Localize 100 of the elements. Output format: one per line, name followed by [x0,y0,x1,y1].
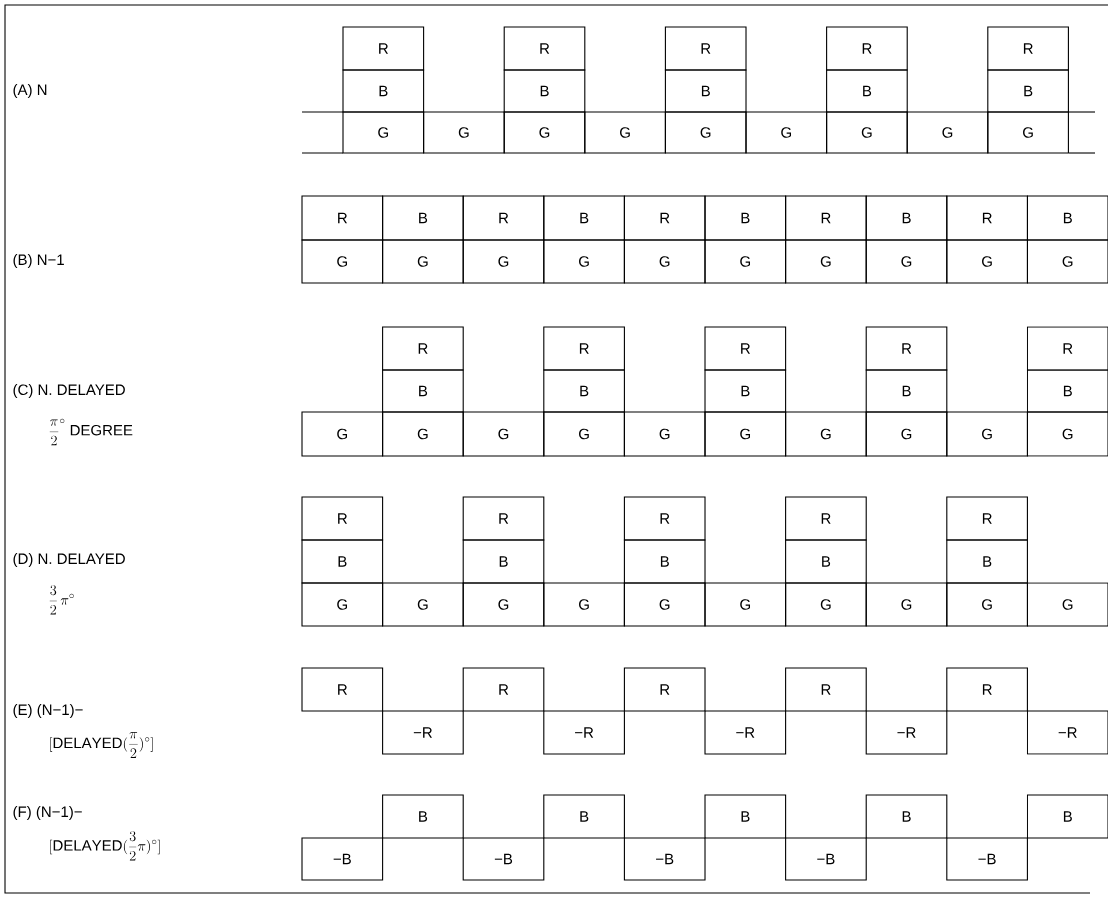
signal-cell: G [704,411,787,457]
signal-cell: G [462,239,545,284]
signal-cell: R [664,26,747,71]
signal-cell: G [704,239,787,284]
signal-cell: B [623,539,706,584]
signal-cell: R [301,667,384,712]
signal-cell: G [946,239,1028,284]
signal-cell: B [865,369,948,413]
signal-cell: G [623,582,706,627]
signal-cell: G [785,582,867,627]
signal-cell: −B [785,837,867,881]
signal-cell: R [301,496,384,541]
signal-cell: B [543,195,625,241]
signal-cell: G [826,111,908,154]
signal-cell: B [664,69,747,113]
signal-cell: R [946,667,1028,712]
signal-cell: G [543,582,625,627]
signal-cell: G [785,239,867,284]
signal-cell: B [704,794,787,839]
signal-cell: R [987,26,1069,71]
signal-cell: G [664,111,747,154]
signal-cell: R [342,26,425,71]
signal-cell: B [543,794,625,839]
signal-cell: G [1026,239,1108,284]
signal-cell: B [342,69,425,113]
signal-cell: B [704,369,787,413]
signal-cell: B [987,69,1069,113]
signal-cell: G [462,582,545,627]
row-label: (B) N−1 [13,254,64,268]
signal-cell: B [1026,195,1108,241]
signal-cell: R [785,195,867,241]
signal-cell: G [623,239,706,284]
signal-cell: B [382,794,464,839]
signal-cell: G [1026,582,1108,627]
signal-cell: B [1026,369,1108,413]
signal-cell: G [1026,411,1108,457]
signal-cell: R [543,326,625,371]
signal-cell: G [503,111,586,154]
signal-cell: G [584,111,666,154]
signal-cell: B [382,369,464,413]
row-label: (E) (N−1)− [13,704,83,718]
signal-cell: G [704,582,787,627]
signal-cell: −B [623,837,706,881]
row-label: (F) (N−1)− [13,806,82,820]
signal-cell: R [503,26,586,71]
signal-cell: R [785,667,867,712]
row-label: $\frac{\pi}{2}^{\circ}\ \mathrm{DEGREE}$ [49,418,133,446]
signal-cell: −B [462,837,545,881]
signal-cell: G [906,111,989,154]
signal-cell: B [543,369,625,413]
row-label: (A) N [13,84,47,98]
row-label: $[\mathrm{DELAYED}(\frac{\pi}{2})^{\circ}]$ [50,732,153,758]
signal-cell: G [423,111,505,154]
signal-cell: B [946,539,1028,584]
row-label: (D) N. DELAYED [13,553,125,567]
signal-cell: −R [1026,710,1108,755]
signal-cell: B [301,539,384,584]
signal-cell: R [826,26,908,71]
signal-cell: B [826,69,908,113]
signal-cell: G [382,239,464,284]
signal-cell: R [704,326,787,371]
signal-cell: −B [301,837,384,881]
row-label: $\frac{3}{2}\,\pi^{\circ}$ [49,585,74,615]
signal-cell: G [301,239,384,284]
signal-cell: R [623,195,706,241]
signal-cell: G [745,111,828,154]
signal-cell: G [301,582,384,627]
signal-cell: −B [946,837,1028,881]
signal-cell: R [462,195,545,241]
signal-cell: R [865,326,948,371]
signal-cell: G [865,411,948,457]
signal-cell: G [301,411,384,457]
signal-cell: R [946,195,1028,241]
signal-cell: B [462,539,545,584]
signal-cell: G [785,411,867,457]
signal-cell: B [865,195,948,241]
signal-cell: G [382,582,464,627]
signal-cell: G [865,582,948,627]
signal-cell: B [503,69,586,113]
signal-cell: G [382,411,464,457]
signal-cell: B [382,195,464,241]
signal-cell: R [623,667,706,712]
signal-cell: R [462,496,545,541]
signal-cell: B [785,539,867,584]
signal-cell: G [865,239,948,284]
signal-cell: G [462,411,545,457]
signal-cell: R [382,326,464,371]
row-label: (C) N. DELAYED [13,384,125,398]
signal-cell: −R [704,710,787,755]
row-label: $[\mathrm{DELAYED}(\frac{3}{2}\pi)^{\circ}]$ [50,831,160,861]
signal-cell: −R [865,710,948,755]
signal-cell: G [987,111,1069,154]
signal-cell: G [946,582,1028,627]
signal-cell: B [865,794,948,839]
signal-cell: G [342,111,425,154]
signal-cell: R [785,496,867,541]
signal-cell: G [623,411,706,457]
signal-cell: R [623,496,706,541]
signal-cell: −R [382,710,464,755]
signal-cell: B [704,195,787,241]
